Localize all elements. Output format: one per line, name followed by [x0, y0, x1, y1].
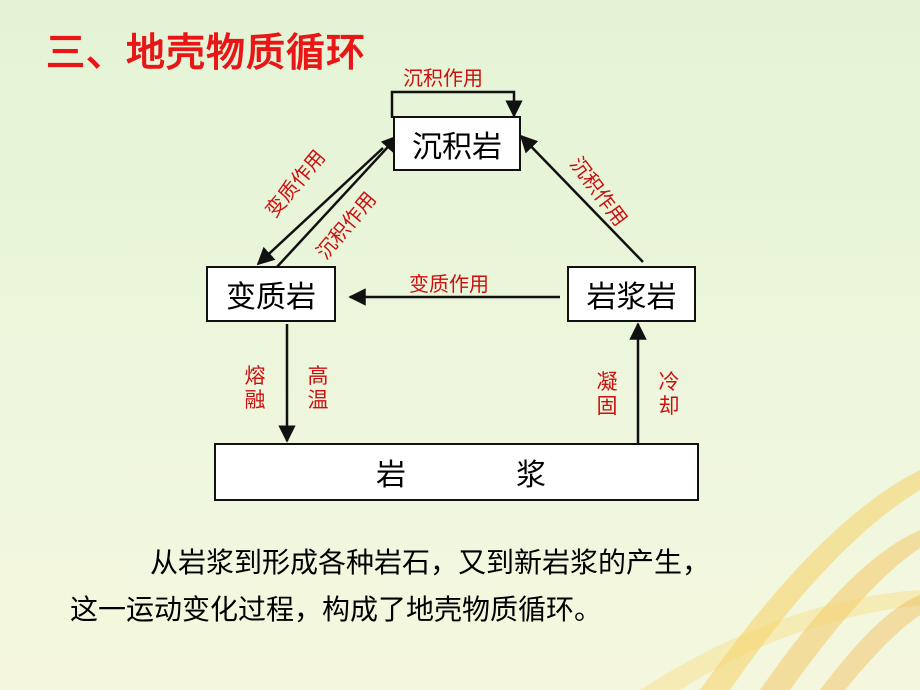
label-solidify: 凝固 — [596, 370, 618, 418]
label-cooling: 冷却 — [658, 370, 680, 418]
paragraph-line-1: 从岩浆到形成各种岩石，又到新岩浆的产生， — [150, 546, 711, 579]
label-melting: 熔融 — [244, 364, 266, 412]
node-metamorphic-rock: 变质岩 — [206, 266, 336, 322]
label-igneous-to-meta: 变质作用 — [409, 272, 489, 296]
arrow-sed-self-loop — [390, 90, 523, 118]
page-title: 三、地壳物质循环 — [46, 31, 367, 76]
arrow-igneous-to-sed — [519, 134, 644, 263]
node-igneous-rock: 岩浆岩 — [567, 266, 696, 322]
node-sedimentary-rock: 沉积岩 — [393, 116, 521, 171]
label-high-temp: 高温 — [307, 364, 329, 412]
node-magma: 岩 浆 — [214, 443, 699, 501]
magma-char-2: 浆 — [516, 458, 546, 493]
paragraph-line-2: 这一运动变化过程，构成了地壳物质循环。 — [70, 593, 603, 626]
label-sed-self-loop: 沉积作用 — [403, 66, 483, 90]
arrow-meta-to-sed — [275, 134, 400, 269]
magma-char-1: 岩 — [376, 458, 406, 493]
arrow-sed-to-meta — [256, 147, 384, 266]
